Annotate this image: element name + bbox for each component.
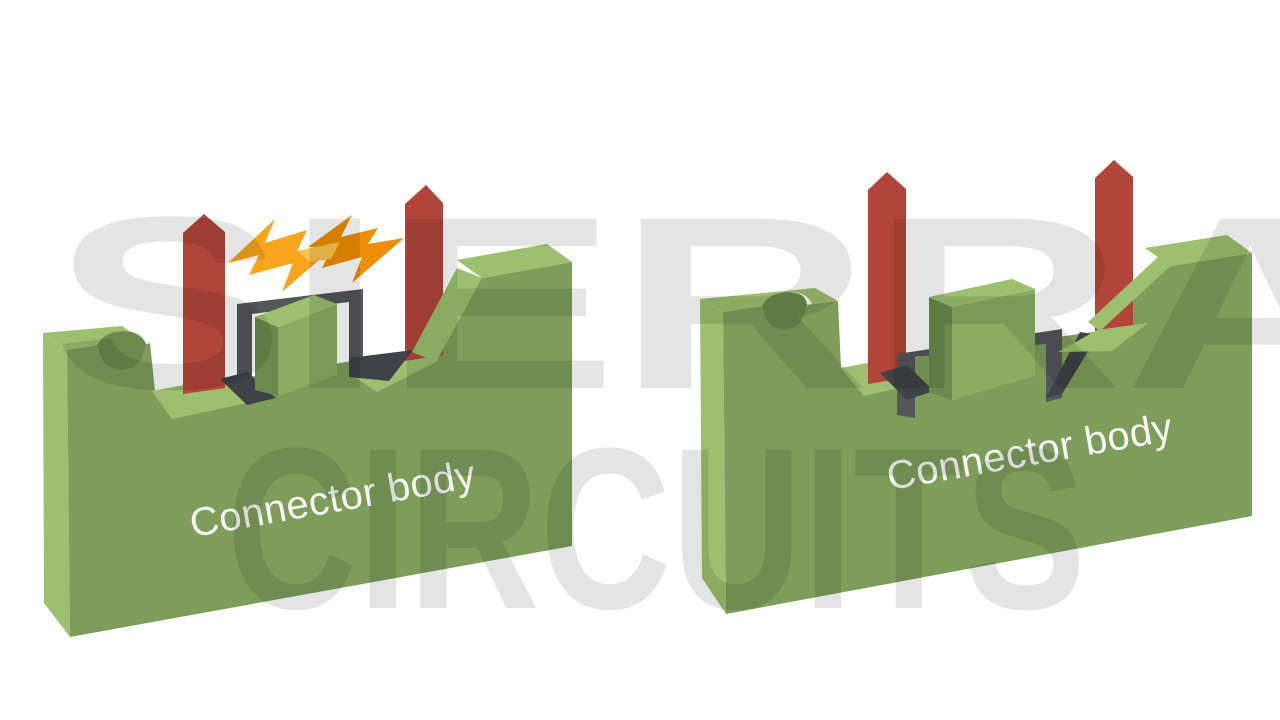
right-connector-block-top (700, 288, 838, 312)
right-connector-side-face (700, 299, 726, 614)
right-connector-pin-1 (868, 172, 906, 384)
right-connector-ramp (1088, 257, 1170, 331)
left-connector-key-top (255, 295, 337, 327)
left-connector-pin-1 (183, 214, 225, 394)
lightning-bolt-front (228, 219, 340, 292)
left-connector-channel-shadow-right (349, 350, 413, 381)
lightning-bolt-highlight (297, 242, 340, 262)
right-connector-right-block-top (1145, 235, 1252, 266)
connector-left: Connector body (43, 185, 572, 637)
right-connector-key-front (952, 289, 1035, 400)
watermark-line-2: CIRCUITS (226, 400, 1086, 657)
watermark: SIERRA CIRCUITS (52, 166, 1280, 657)
left-connector-ramp (412, 268, 482, 362)
right-connector-channel-shadow-left (880, 365, 934, 400)
left-connector-right-block-top (457, 244, 572, 278)
right-connector-notch (762, 292, 807, 331)
right-connector-key-side (929, 297, 952, 400)
right-connector-shelf-right (1058, 323, 1148, 352)
left-connector-key-front (278, 304, 337, 396)
left-connector-key-side (255, 317, 278, 396)
right-connector-key-top (929, 279, 1035, 307)
lightning-bolt-back (308, 215, 404, 283)
left-connector-side-face (43, 333, 70, 637)
lightning-bolt-icon (228, 215, 404, 292)
left-connector-channel-shadow-left (220, 372, 276, 405)
left-connector-body-front (67, 262, 572, 637)
connector-right: Connector body (700, 160, 1252, 614)
left-connector-block-top (43, 326, 146, 350)
watermark-line-1: SIERRA (52, 166, 1280, 441)
left-connector-notch (97, 331, 146, 371)
